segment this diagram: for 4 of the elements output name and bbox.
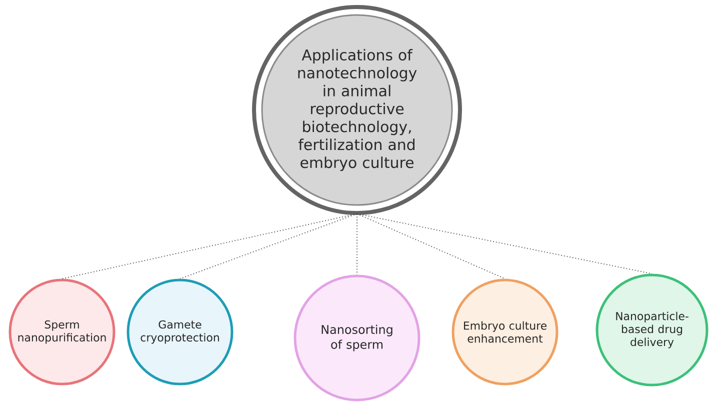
connector-line (356, 213, 506, 280)
connector-line (356, 213, 358, 276)
connector-line (180, 213, 358, 280)
connector-line (356, 213, 652, 274)
